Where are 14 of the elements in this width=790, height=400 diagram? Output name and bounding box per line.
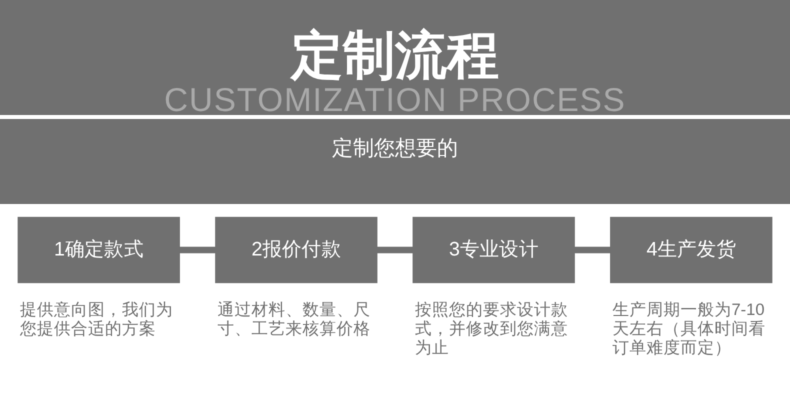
node-box: 2报价付款 xyxy=(215,216,378,284)
tagline-text: 定制您想要的 xyxy=(332,136,458,162)
node-box: 3专业设计 xyxy=(412,216,575,284)
page-title: 定制流程 xyxy=(291,28,499,84)
step-description: 通过材料、数量、尺寸、工艺来核算价格 xyxy=(218,300,372,339)
node-box: 4生产发货 xyxy=(610,216,772,284)
node-box: 1确定款式 xyxy=(18,216,180,284)
connector xyxy=(377,246,413,254)
connector xyxy=(574,246,610,254)
subtitle-text: CUSTOMIZATION PROCESS xyxy=(164,86,626,114)
step-description: 按照您的要求设计款式，并修改到您满意为止 xyxy=(415,300,569,358)
connector xyxy=(180,246,216,254)
step-description: 生产周期一般为7-10天左右（具体时间看订单难度而定） xyxy=(612,300,766,358)
step-description: 提供意向图，我们为您提供合适的方案 xyxy=(20,300,174,339)
